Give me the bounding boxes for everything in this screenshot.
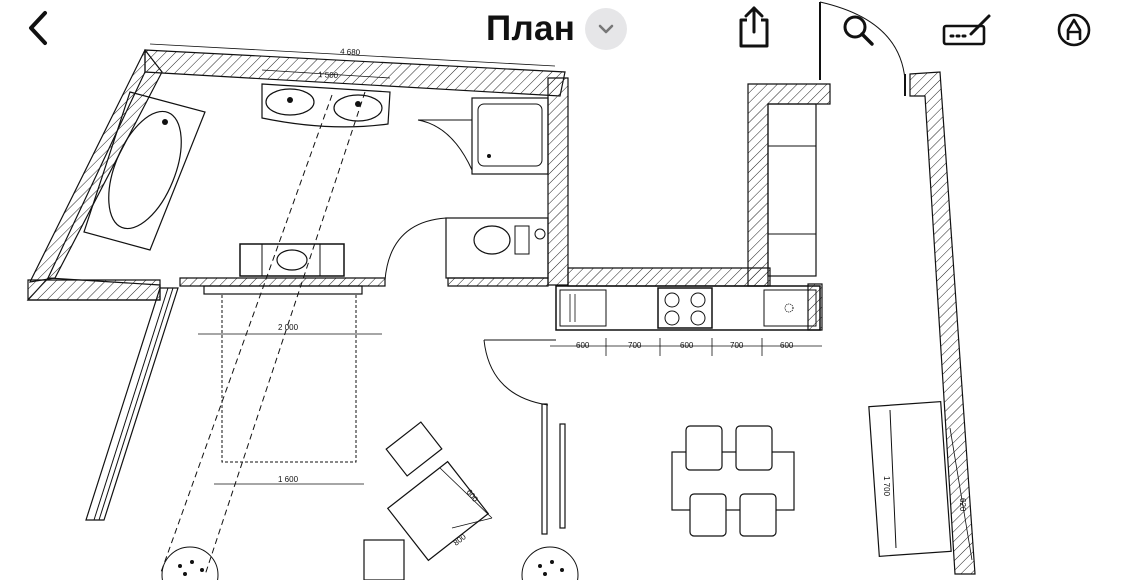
- share-icon: [739, 6, 769, 48]
- wall-left-window: [85, 287, 179, 521]
- armchair-table: [386, 460, 490, 562]
- dim-vanity: 1 500: [318, 70, 339, 80]
- armchair-1: [385, 421, 443, 477]
- bed: [203, 285, 363, 463]
- dim-kitchen-5: 600: [780, 341, 794, 350]
- toilet: [384, 217, 549, 281]
- back-button[interactable]: [20, 8, 56, 48]
- chevron-down-icon: [598, 24, 614, 34]
- entrance-door: [819, 1, 906, 96]
- search-button[interactable]: [838, 10, 878, 50]
- markup-button[interactable]: [1054, 10, 1094, 50]
- sofa: [868, 401, 952, 557]
- dim-sofa-gap: 620: [958, 498, 967, 512]
- dimension-ticks: [605, 338, 763, 356]
- dim-armchair-w: 600: [464, 488, 480, 504]
- dim-bed-space: 1 600: [278, 475, 299, 484]
- back-icon: [29, 11, 47, 45]
- title-group[interactable]: План: [486, 8, 628, 50]
- dim-kitchen-1: 600: [576, 341, 590, 350]
- dresser-with-basin: [239, 243, 345, 277]
- plant-pot-middle: [521, 546, 579, 580]
- dim-kitchen-3: 600: [680, 341, 694, 350]
- dim-armchair-d: 800: [452, 532, 468, 548]
- title-menu-button[interactable]: [585, 8, 628, 50]
- wall-bathroom-right: [447, 77, 569, 287]
- bathtub: [83, 91, 206, 251]
- share-button[interactable]: [732, 4, 776, 50]
- document-title[interactable]: План: [486, 9, 576, 48]
- top-toolbar: План: [0, 0, 1136, 58]
- dimension-lines: [149, 43, 973, 561]
- double-sink-vanity: [261, 83, 391, 128]
- search-icon: [843, 15, 874, 46]
- diagonal-guides: [159, 91, 366, 576]
- signature-button[interactable]: [940, 10, 994, 50]
- wall-bathroom-bottom: [27, 277, 386, 301]
- wall-bathroom-left: [26, 48, 163, 301]
- shower-tray: [417, 97, 549, 175]
- dim-kitchen-4: 700: [730, 341, 744, 350]
- dim-kitchen-2: 700: [628, 341, 642, 350]
- markup-icon: [1057, 13, 1091, 47]
- dim-sofa: 1 700: [882, 476, 891, 497]
- wall-right: [909, 71, 976, 575]
- tall-cabinets: [767, 103, 817, 277]
- dining-table: [671, 425, 795, 537]
- armchair-2: [363, 539, 405, 580]
- plant-pot-left: [161, 546, 219, 580]
- dim-bed-width: 2 000: [278, 323, 299, 332]
- dim-bath-width: 4 680: [340, 47, 361, 57]
- kitchen-counter: [555, 285, 821, 331]
- signature-icon: [942, 14, 991, 46]
- living-room-door: [483, 339, 566, 535]
